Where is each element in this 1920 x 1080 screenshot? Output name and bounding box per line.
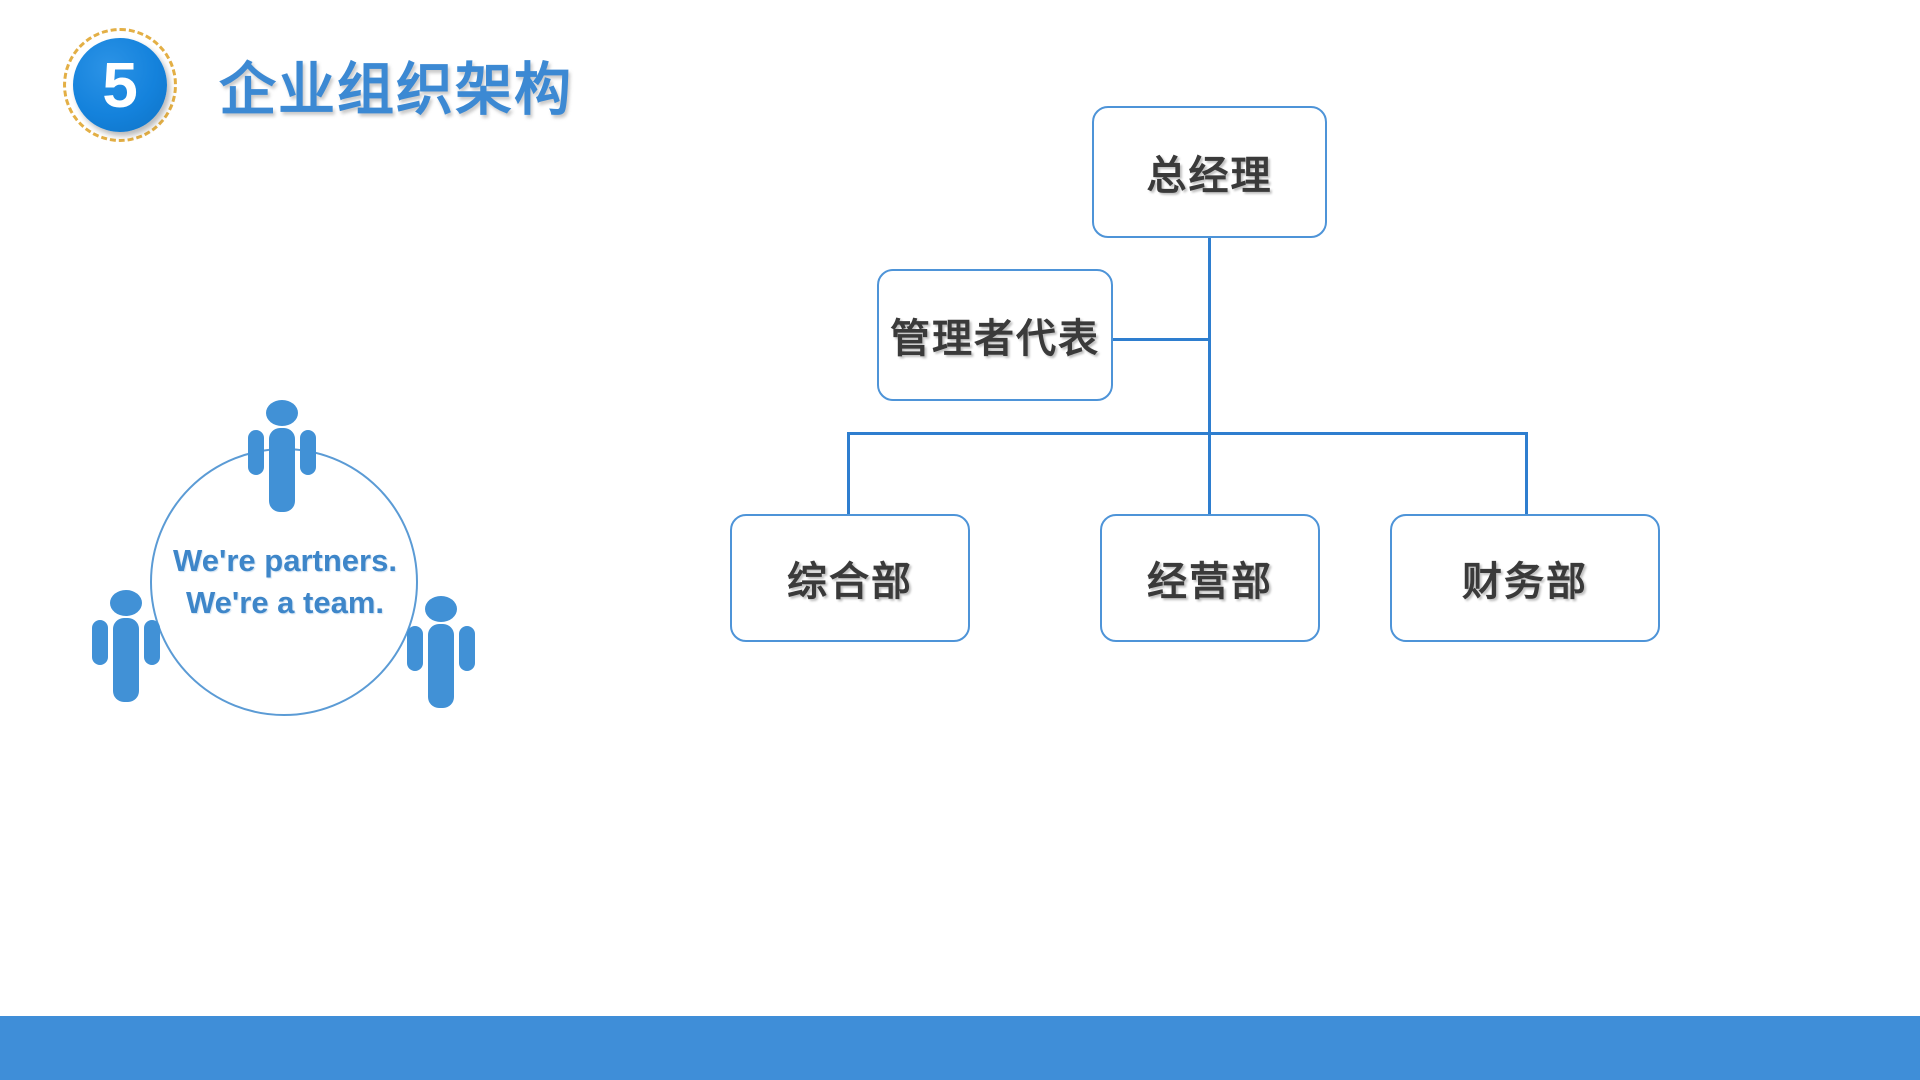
- connector-drop-left: [847, 432, 850, 516]
- org-box-department: 经营部: [1100, 514, 1320, 642]
- org-box-general-manager: 总经理: [1092, 106, 1327, 238]
- person-icon: [407, 596, 475, 708]
- team-slogan: We're partners. We're a team.: [135, 540, 435, 624]
- footer-bar: [0, 1016, 1920, 1080]
- org-box-management-rep: 管理者代表: [877, 269, 1113, 401]
- section-number: 5: [102, 49, 138, 121]
- person-icon: [248, 400, 316, 512]
- page-title: 企业组织架构: [219, 58, 573, 122]
- connector-staff: [1113, 338, 1210, 341]
- connector-branch: [847, 432, 1528, 435]
- org-box-department: 综合部: [730, 514, 970, 642]
- team-slogan-line2: We're a team.: [185, 585, 385, 620]
- section-number-circle: 5: [73, 38, 167, 132]
- connector-trunk: [1208, 238, 1211, 514]
- person-icon: [92, 590, 160, 702]
- connector-drop-right: [1525, 432, 1528, 516]
- slide-header: 5 企业组织架构: [63, 28, 573, 142]
- team-slogan-line1: We're partners.: [173, 543, 397, 578]
- section-number-badge: 5: [63, 28, 177, 142]
- org-box-department: 财务部: [1390, 514, 1660, 642]
